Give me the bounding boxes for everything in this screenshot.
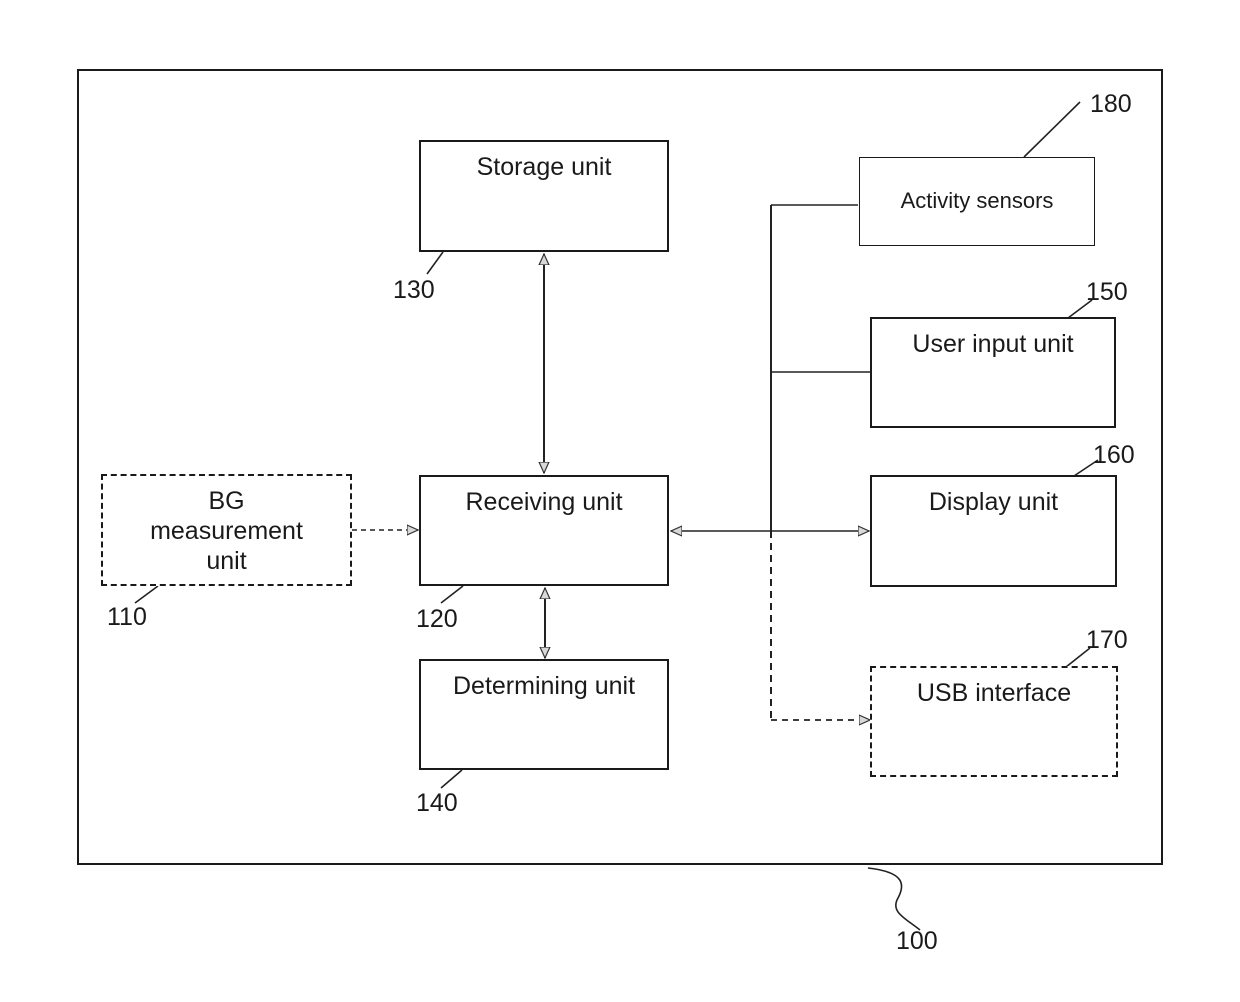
bg-measurement-label-line3: unit xyxy=(103,546,350,576)
ref-140: 140 xyxy=(416,789,458,817)
leader-120 xyxy=(441,586,463,603)
ref-150: 150 xyxy=(1086,278,1128,306)
determining-unit-label: Determining unit xyxy=(421,671,667,701)
leader-100 xyxy=(868,868,920,930)
ref-100: 100 xyxy=(896,927,938,955)
activity-sensors-label: Activity sensors xyxy=(860,186,1094,216)
leader-110 xyxy=(135,586,158,603)
user-input-unit-label: User input unit xyxy=(872,329,1114,359)
bg-measurement-unit-block[interactable]: BG measurement unit xyxy=(101,474,352,586)
usb-interface-block[interactable]: USB interface xyxy=(870,666,1118,777)
leader-140 xyxy=(441,770,462,788)
ref-180: 180 xyxy=(1090,90,1132,118)
ref-160: 160 xyxy=(1093,441,1135,469)
ref-110: 110 xyxy=(107,603,147,631)
bg-measurement-label-line1: BG xyxy=(103,486,350,516)
storage-unit-block[interactable]: Storage unit xyxy=(419,140,669,252)
display-unit-block[interactable]: Display unit xyxy=(870,475,1117,587)
leader-180 xyxy=(1024,102,1080,157)
activity-sensors-block[interactable]: Activity sensors xyxy=(859,157,1095,246)
receiving-unit-label: Receiving unit xyxy=(421,487,667,517)
ref-170: 170 xyxy=(1086,626,1128,654)
usb-interface-label: USB interface xyxy=(872,678,1116,708)
ref-120: 120 xyxy=(416,605,458,633)
user-input-unit-block[interactable]: User input unit xyxy=(870,317,1116,428)
bg-measurement-label-line2: measurement xyxy=(103,516,350,546)
receiving-unit-block[interactable]: Receiving unit xyxy=(419,475,669,586)
storage-unit-label: Storage unit xyxy=(421,152,667,182)
leader-130 xyxy=(427,252,443,274)
determining-unit-block[interactable]: Determining unit xyxy=(419,659,669,770)
display-unit-label: Display unit xyxy=(872,487,1115,517)
ref-130: 130 xyxy=(393,276,435,304)
